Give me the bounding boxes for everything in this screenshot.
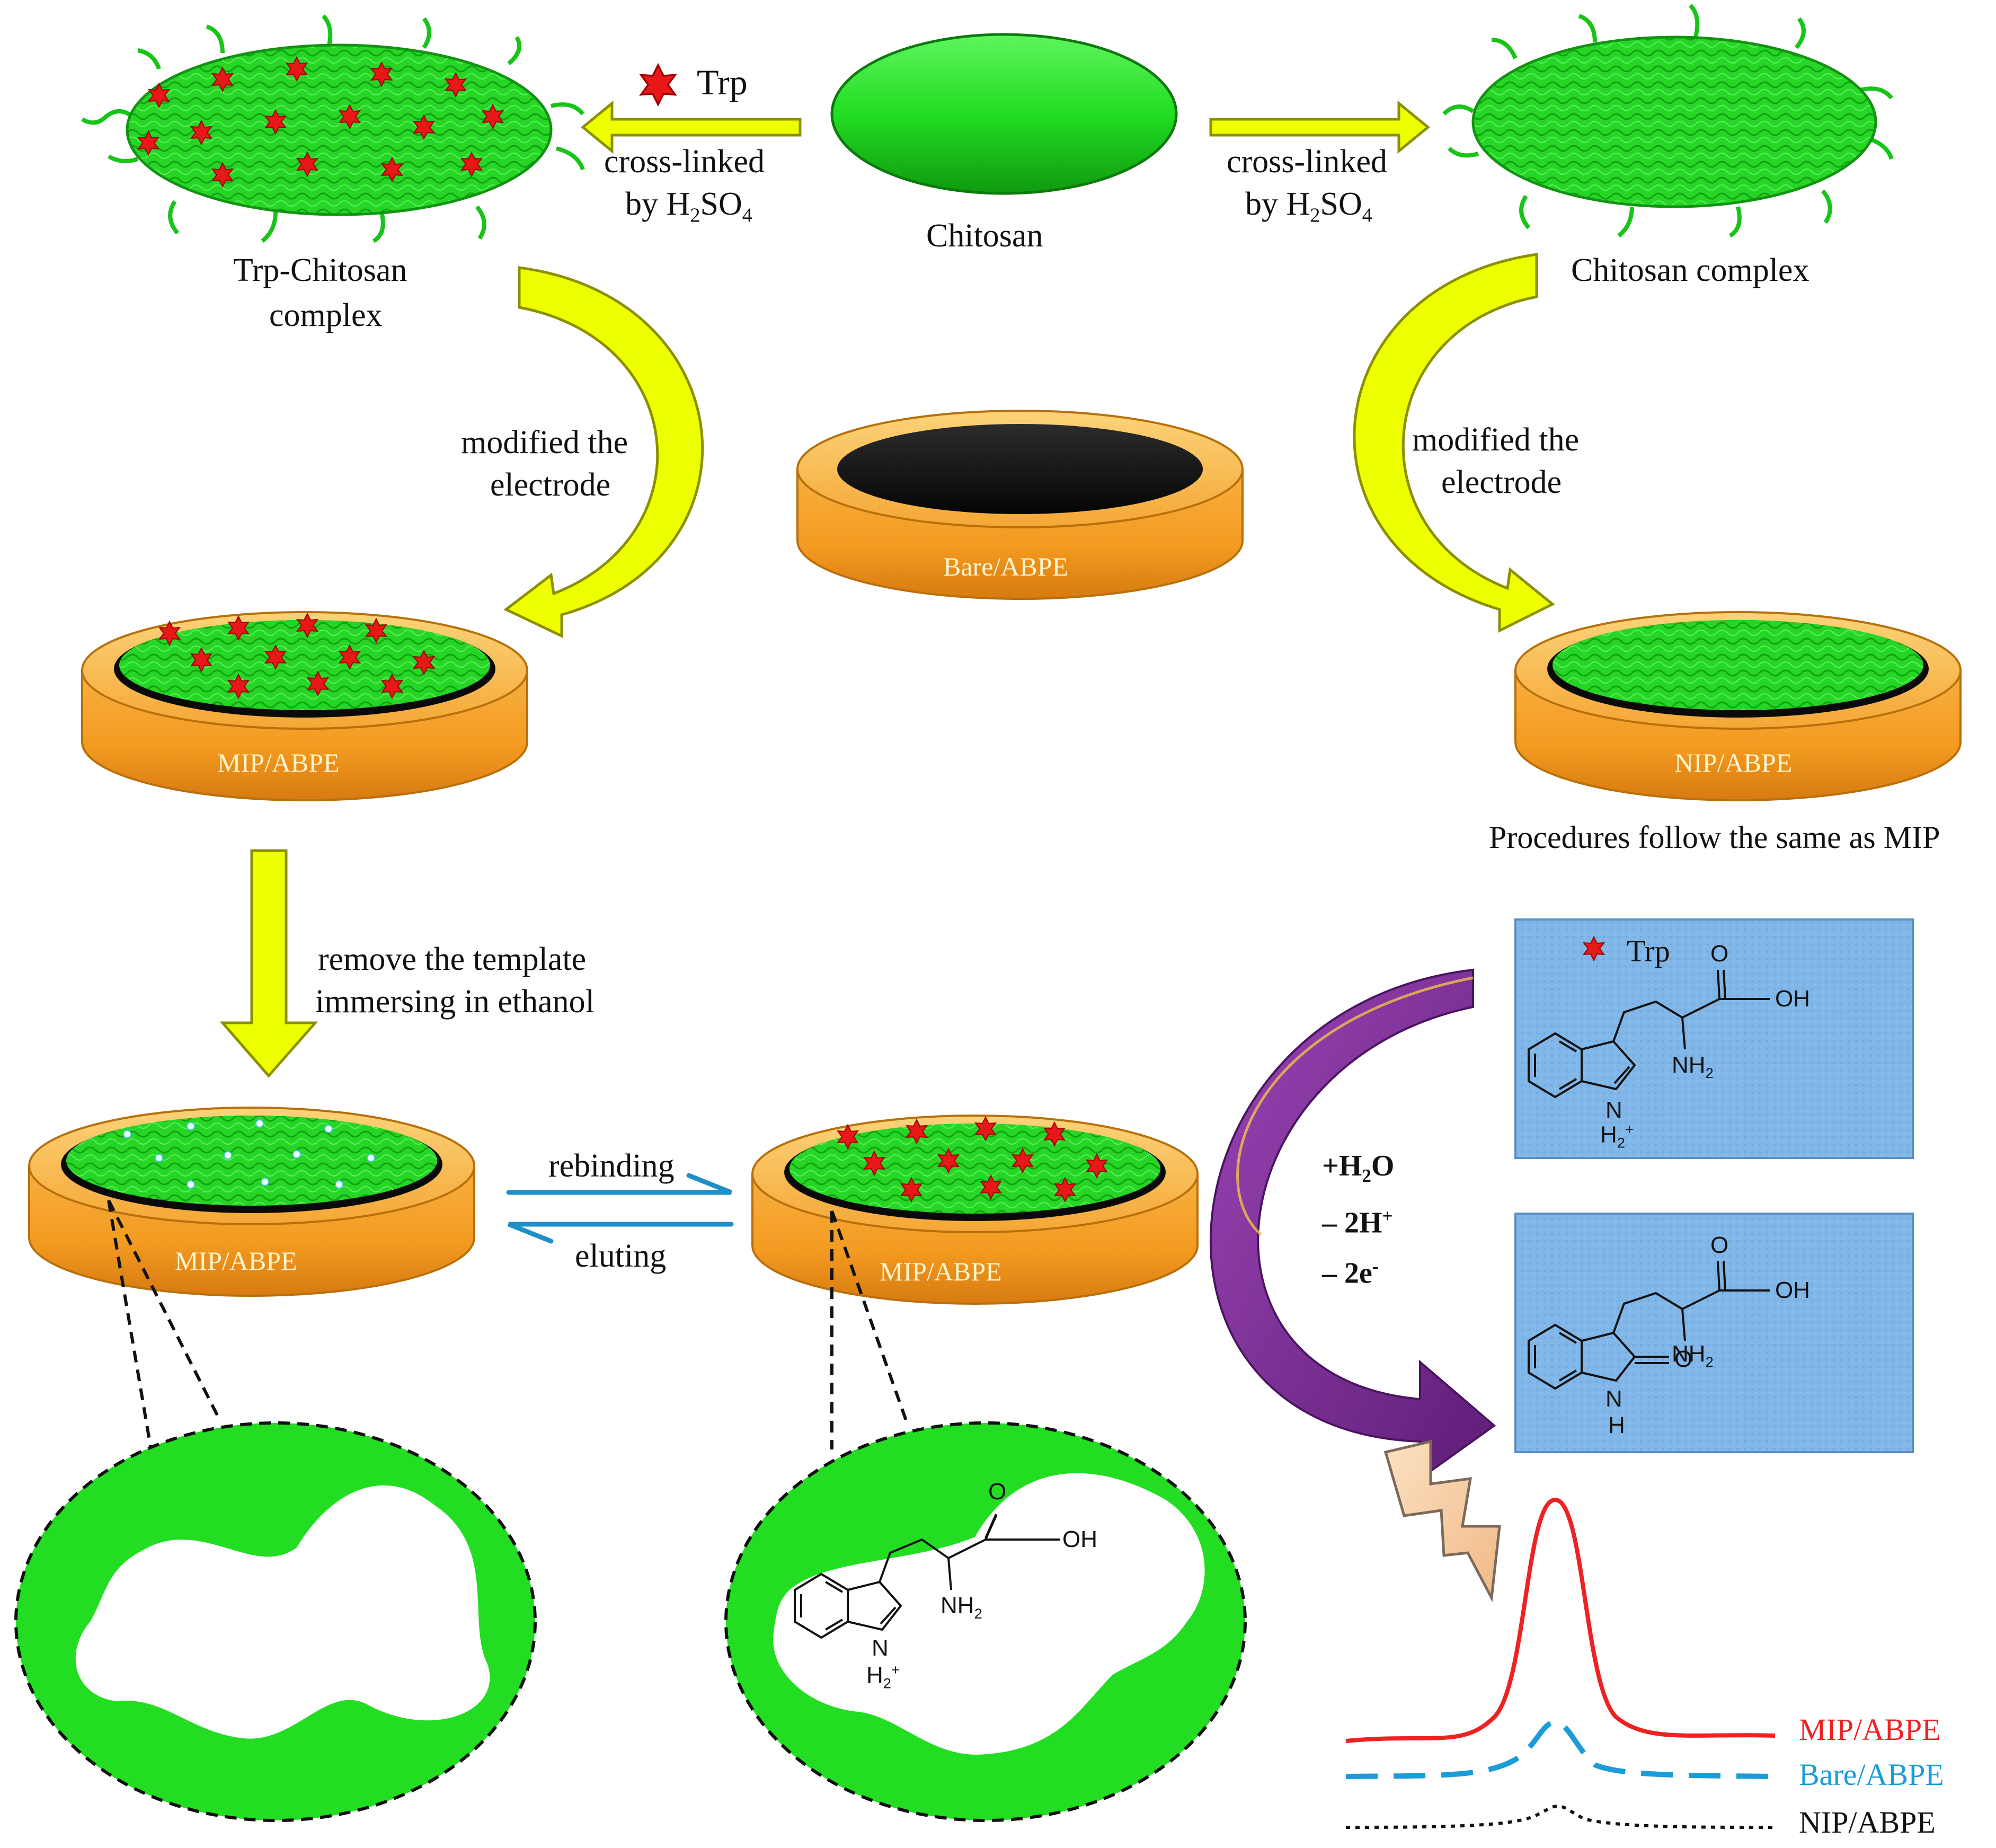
trp-structure-panel — [1514, 918, 1914, 1159]
trp-panel-oh: OH — [1775, 986, 1810, 1012]
mip-curve — [1345, 1497, 1776, 1743]
ox-panel-nh2: NH2 — [1672, 1341, 1714, 1370]
cross-linked-label-right: cross-linked — [1227, 144, 1388, 180]
ox-panel-nh-h: H — [1608, 1412, 1625, 1438]
mip-abpe-disk-label-1: MIP/ABPE — [217, 748, 340, 777]
empty-cavity-zoom — [14, 1421, 537, 1822]
chitosan-ellipse — [830, 33, 1178, 195]
curved-arrow-left — [503, 266, 704, 638]
trp-chitosan-complex — [81, 14, 585, 243]
mip-abpe-disk-eluted — [28, 1107, 475, 1297]
bare-abpe-disk — [796, 410, 1244, 600]
trp-chitosan-complex-label-line1: Trp-Chitosan — [233, 252, 407, 288]
modified-electrode-label-right-line1: modified the — [1412, 422, 1580, 458]
nip-abpe-disk-label: NIP/ABPE — [1674, 748, 1793, 777]
remove-template-label-line1: remove the template — [318, 941, 587, 977]
chitosan-label: Chitosan — [926, 218, 1043, 254]
cross-linked-label-left: cross-linked — [604, 144, 765, 180]
zoom-o: O — [988, 1479, 1007, 1505]
trp-label: Trp — [697, 62, 748, 102]
mip-abpe-disk-label-2: MIP/ABPE — [175, 1246, 297, 1276]
legend-bare: Bare/ABPE — [1799, 1757, 1944, 1792]
bare-abpe-disk-label: Bare/ABPE — [943, 552, 1069, 581]
trp-panel-n: N — [1605, 1097, 1622, 1123]
reaction-protons: – 2H+ — [1322, 1206, 1393, 1240]
reaction-electrons: – 2e- — [1322, 1256, 1379, 1290]
legend-nip: NIP/ABPE — [1799, 1805, 1936, 1840]
zoom-h2plus: H2+ — [866, 1661, 900, 1692]
equilibrium-arrows — [506, 1173, 734, 1244]
trp-chitosan-complex-label-line2: complex — [269, 297, 383, 333]
nip-curve — [1345, 1804, 1776, 1829]
voltammogram — [1345, 1497, 1776, 1829]
ox-panel-nh-n: N — [1605, 1386, 1622, 1412]
ox-panel-o-top: O — [1710, 1232, 1729, 1258]
down-arrow — [219, 849, 318, 1078]
procedures-label: Procedures follow the same as MIP — [1489, 820, 1940, 855]
filled-cavity-zoom — [724, 1421, 1247, 1822]
chitosan-complex-label: Chitosan complex — [1571, 252, 1809, 288]
trp-structure-panel-drawing — [1528, 969, 1770, 1099]
oxindole-structure-panel-drawing — [1528, 1261, 1770, 1390]
rebinding-label: rebinding — [548, 1148, 675, 1184]
reaction-water: +H2O — [1322, 1150, 1395, 1187]
trp-panel-nh2: NH2 — [1672, 1052, 1714, 1081]
oxindole-structure-panel — [1514, 1213, 1914, 1453]
crosslink-arrow-right — [1209, 100, 1430, 154]
zoom-n: N — [872, 1635, 889, 1661]
zoom-lines — [107, 1199, 908, 1450]
mip-abpe-disk-template — [81, 611, 528, 801]
trp-panel-h2plus: H2+ — [1600, 1121, 1634, 1151]
nip-abpe-disk — [1514, 611, 1962, 801]
legend-mip: MIP/ABPE — [1799, 1712, 1941, 1747]
crosslink-arrow-left — [581, 100, 802, 154]
modified-electrode-label-left-line2: electrode — [490, 467, 611, 503]
curved-arrow-right — [1353, 253, 1555, 633]
mip-abpe-disk-rebound — [751, 1115, 1199, 1305]
trp-panel-o: O — [1710, 941, 1729, 967]
lightning-icon — [1383, 1439, 1501, 1603]
modified-electrode-label-right-line2: electrode — [1441, 464, 1562, 500]
modified-electrode-label-left-line1: modified the — [461, 425, 628, 461]
h2so4-label-left: by H2SO4 — [625, 186, 752, 227]
chitosan-complex — [1442, 4, 1894, 238]
zoom-oh: OH — [1062, 1526, 1097, 1552]
ox-panel-oh: OH — [1775, 1277, 1810, 1303]
zoom-nh2: NH2 — [941, 1593, 982, 1622]
bare-curve — [1345, 1719, 1776, 1779]
trp-structure-bound — [794, 1514, 1060, 1639]
eluting-label: eluting — [575, 1238, 667, 1274]
trp-marker-icon — [640, 64, 676, 106]
mip-abpe-disk-label-3: MIP/ABPE — [880, 1257, 1002, 1286]
ox-panel-o-keto: O — [1674, 1346, 1693, 1372]
oxidation-arrow — [1209, 968, 1496, 1481]
remove-template-label-line2: immersing in ethanol — [315, 984, 595, 1020]
h2so4-label-right: by H2SO4 — [1245, 186, 1372, 227]
trp-panel-label: Trp — [1627, 934, 1670, 968]
